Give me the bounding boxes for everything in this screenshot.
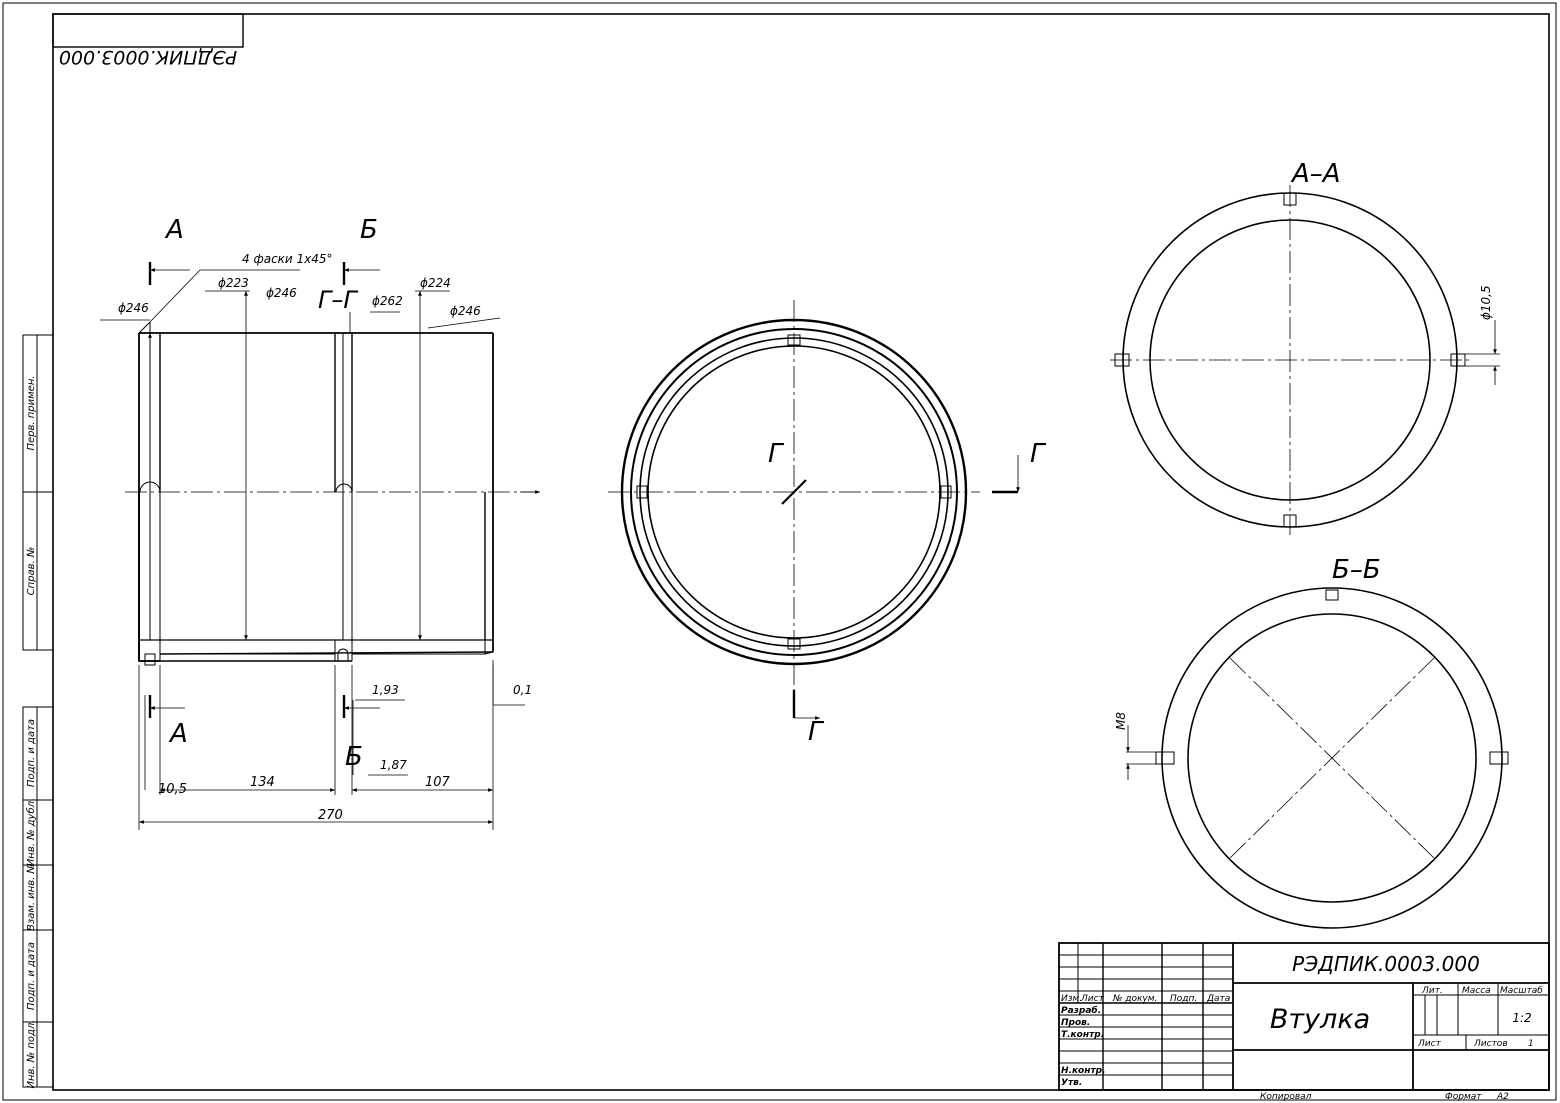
tb-list-label: Лист <box>1417 1039 1442 1049</box>
dim-chamfer: 4 фаски 1х45° <box>242 252 333 266</box>
tb-lit-label: Лит. <box>1421 986 1443 996</box>
tb-part-name: Втулка <box>1270 1004 1370 1035</box>
dim-m8: М8 <box>1114 712 1128 730</box>
cut-marks-front: А Б А Б Г–Г <box>148 215 380 772</box>
tb-role-razrab: Разраб. <box>1061 1005 1101 1016</box>
dim-187: 1,87 <box>380 758 407 772</box>
cut-label-b-top: Б <box>360 215 378 245</box>
cut-label-g-bottom: Г <box>808 717 825 747</box>
tb-col-podp: Подп. <box>1170 994 1197 1004</box>
tb-mass-label: Масса <box>1462 986 1491 996</box>
dim-d105: ϕ10,5 <box>1479 285 1493 320</box>
tb-col-doc: № докум. <box>1112 994 1157 1004</box>
end-view: Г Г Г <box>608 300 1047 747</box>
section-label-gg: Г–Г <box>318 286 358 314</box>
dim-107: 107 <box>425 775 451 790</box>
side-label-inv-podl: Инв. № подл. <box>26 1020 37 1089</box>
tb-code: РЭДПИК.0003.000 <box>1292 952 1480 976</box>
dim-134: 134 <box>250 775 275 790</box>
side-label-podp1: Подп. и дата <box>26 719 37 787</box>
cut-label-g-right: Г <box>1030 439 1047 469</box>
mirrored-code-text: РЭДПИК.0003.000 <box>59 46 237 68</box>
dim-270: 270 <box>318 808 343 823</box>
front-dimensions: 4 фаски 1х45° ϕ246 ϕ223 ϕ246 ϕ262 ϕ224 ϕ… <box>100 252 532 830</box>
section-aa: А–А ϕ10,5 <box>1110 159 1500 535</box>
cut-label-a-top: А <box>164 215 184 245</box>
dim-d246-left: ϕ246 <box>118 301 149 315</box>
side-label-vzam: Взам. инв. № <box>26 863 37 931</box>
dim-d224: ϕ224 <box>420 276 451 290</box>
side-label-sprav: Справ. № <box>26 547 37 596</box>
dim-105: 10,5 <box>158 782 187 797</box>
dim-d246-mid: ϕ246 <box>266 286 297 300</box>
tb-role-utv: Утв. <box>1061 1078 1082 1088</box>
cut-label-b-bottom: Б <box>345 742 363 772</box>
tb-copied-label: Копировал <box>1260 1092 1312 1102</box>
mirrored-code-box: РЭДПИК.0003.000 <box>52 13 244 68</box>
dim-d246-right: ϕ246 <box>450 304 481 318</box>
end-view-label-g: Г <box>768 439 785 469</box>
section-aa-title: А–А <box>1290 159 1341 189</box>
section-bb: Б–Б М8 <box>1114 555 1509 929</box>
tb-col-list: Лист <box>1080 994 1105 1004</box>
section-bb-title: Б–Б <box>1332 555 1381 585</box>
tb-col-izm: Изм. <box>1061 994 1082 1004</box>
tb-col-date: Дата <box>1206 994 1230 1004</box>
tb-role-tkontr: Т.контр. <box>1061 1030 1104 1040</box>
tb-format-value: А2 <box>1496 1092 1509 1102</box>
tb-sheet-count: 1 <box>1528 1039 1534 1049</box>
tb-scale-label: Масштаб <box>1500 986 1543 996</box>
dim-d223: ϕ223 <box>218 276 249 290</box>
tb-role-prov: Пров. <box>1061 1018 1090 1028</box>
side-strip: Перв. примен. Справ. № Подп. и дата Инв.… <box>22 334 54 1089</box>
side-label-perv: Перв. примен. <box>26 375 37 450</box>
dim-193: 1,93 <box>372 683 399 697</box>
dim-d262: ϕ262 <box>372 294 403 308</box>
side-label-podp2: Подп. и дата <box>26 942 37 1010</box>
tb-role-nkontr: Н.контр. <box>1061 1066 1106 1076</box>
cut-label-a-bottom: А <box>168 719 188 749</box>
tb-scale-value: 1:2 <box>1512 1011 1531 1025</box>
tb-format-label: Формат <box>1445 1092 1482 1102</box>
front-view <box>125 321 540 666</box>
tb-lists-label: Листов <box>1473 1039 1508 1049</box>
side-label-inv-dubl: Инв. № дубл. <box>25 798 37 866</box>
title-block: Изм. Лист № докум. Подп. Дата Разраб. Пр… <box>1058 942 1550 1102</box>
dim-01: 0,1 <box>513 683 532 697</box>
